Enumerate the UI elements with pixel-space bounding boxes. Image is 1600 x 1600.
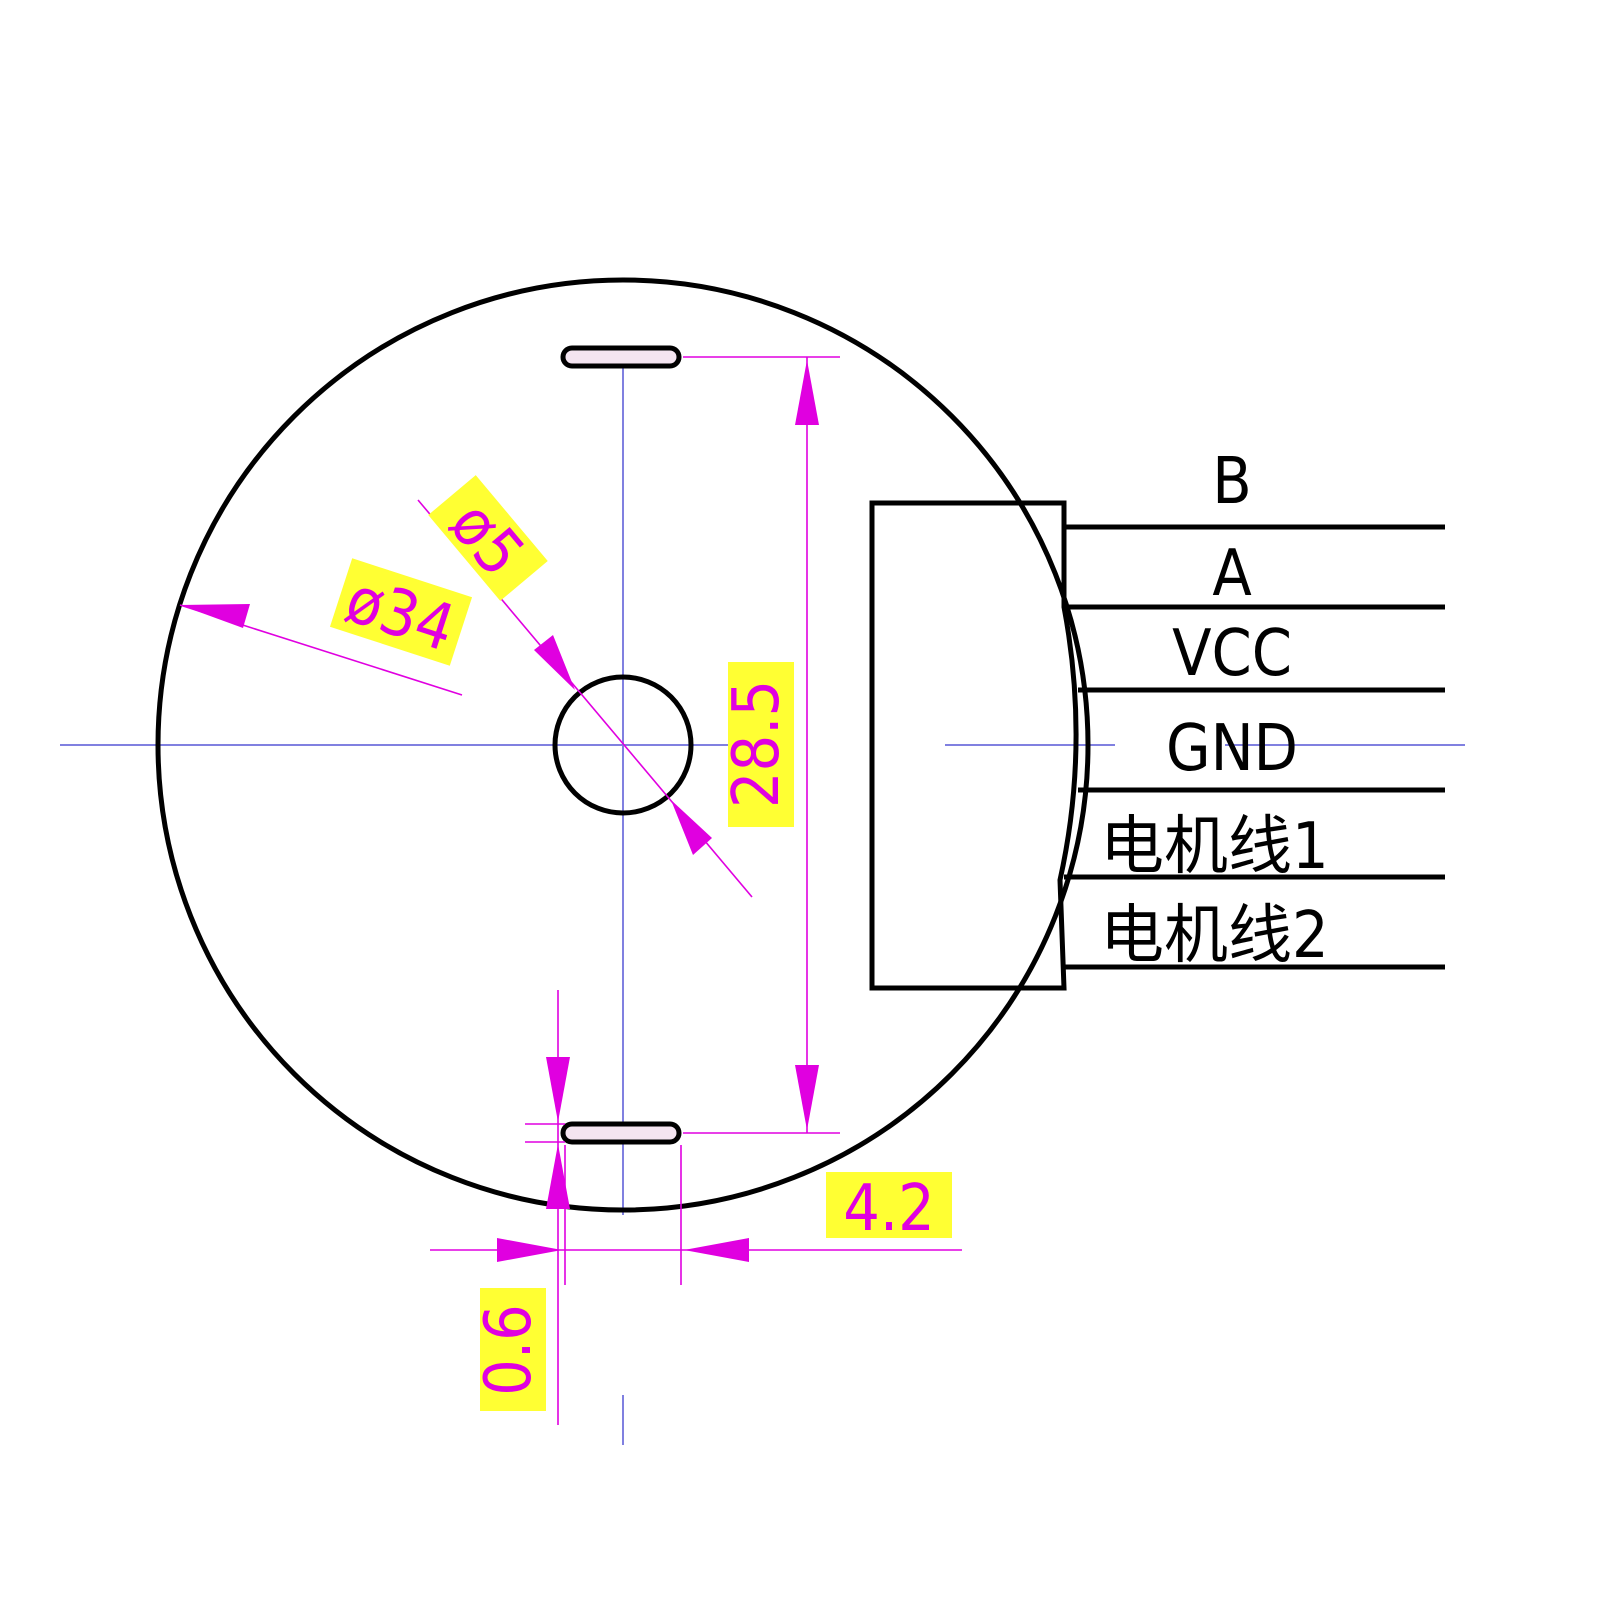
outer-diameter-label: ø34 <box>337 563 463 667</box>
motor-outer-circle <box>155 277 1091 1213</box>
slot-width-arrow-left <box>497 1238 562 1262</box>
slot-thickness-arrow-bottom <box>546 1144 570 1209</box>
shaft-arrow-lower <box>671 800 712 855</box>
slot-spacing-arrow-bottom <box>795 1065 819 1130</box>
wire-labels: B A VCC GND 电机线1 电机线2 <box>1100 445 1329 973</box>
slot-spacing-highlight <box>728 662 794 827</box>
slot-thickness-label: 0.6 <box>472 1304 546 1396</box>
centerlines <box>60 355 1465 1445</box>
wire-label-motor-2: 电机线2 <box>1100 899 1329 973</box>
slot-width-arrow-right <box>684 1238 749 1262</box>
wire-lines <box>1064 524 1445 970</box>
wire-label-motor-1: 电机线1 <box>1100 810 1329 884</box>
shaft-diameter-highlight <box>428 475 548 601</box>
slot-spacing-arrow-top <box>795 360 819 425</box>
slot-width-highlight <box>826 1172 952 1238</box>
outer-diameter-arrow <box>180 604 250 628</box>
shaft-arrow-upper <box>534 635 575 690</box>
outer-diameter-highlight <box>329 558 473 666</box>
top-mounting-slot <box>560 345 682 369</box>
wire-label-a: A <box>1212 537 1251 611</box>
bottom-mounting-slot <box>560 1121 682 1145</box>
connector-block <box>869 500 1079 991</box>
outer-diameter-dimension: ø34 <box>179 558 473 696</box>
slot-width-label: 4.2 <box>843 1172 935 1246</box>
wire-label-gnd: GND <box>1166 712 1298 786</box>
slot-thickness-arrow-top <box>546 1057 570 1122</box>
wire-label-vcc: VCC <box>1172 617 1292 691</box>
slot-thickness-highlight <box>480 1288 546 1411</box>
slot-spacing-label: 28.5 <box>720 680 794 808</box>
slot-width-dimension: 4.2 <box>430 1145 962 1285</box>
wire-label-b: B <box>1212 445 1252 519</box>
slot-spacing-dimension: 28.5 <box>683 356 840 1134</box>
slot-thickness-dimension: 0.6 <box>472 990 570 1425</box>
motor-shaft <box>552 674 694 816</box>
